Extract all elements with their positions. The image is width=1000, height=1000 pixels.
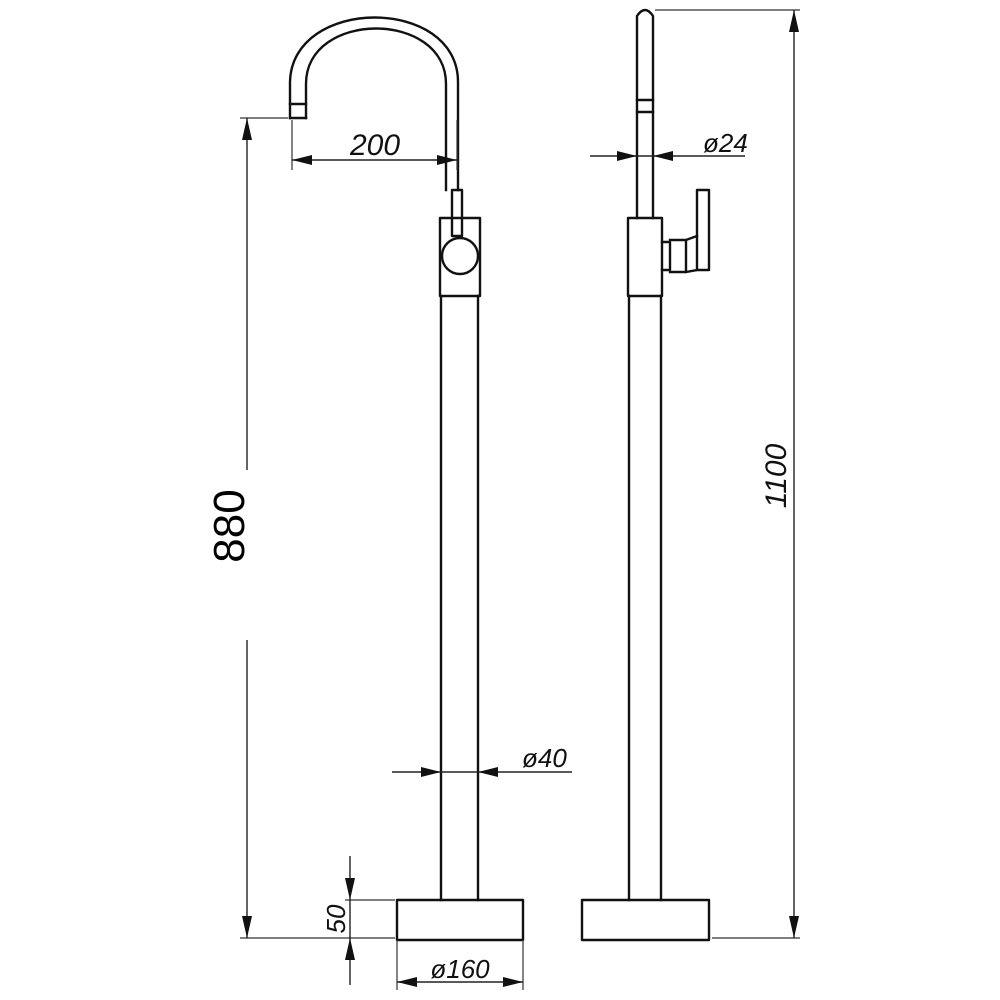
side-spout-tube — [635, 8, 655, 220]
label-spout-reach: 200 — [349, 129, 400, 162]
dim-spout-reach: 200 — [291, 120, 458, 170]
front-cartridge-knob — [440, 236, 480, 276]
side-cartridge-housing — [660, 238, 688, 274]
dim-base-height: 50 — [321, 856, 395, 985]
front-spout-inner — [304, 27, 448, 192]
side-tube-joint — [635, 98, 655, 114]
label-total-height: 1100 — [760, 443, 793, 508]
label-base-diameter: ø160 — [430, 954, 490, 984]
side-lever-handle — [695, 188, 711, 272]
dim-body-diameter: ø40 — [392, 743, 572, 777]
side-view — [580, 8, 711, 942]
side-base — [580, 898, 711, 942]
dim-total-height: 1100 — [655, 9, 800, 939]
side-handle-collar — [684, 234, 699, 274]
front-spout-tip — [288, 102, 308, 120]
side-main-column — [627, 294, 663, 902]
front-main-column — [439, 294, 480, 902]
label-body-diameter: ø40 — [522, 743, 567, 773]
label-base-height: 50 — [321, 904, 351, 933]
front-view — [288, 16, 525, 942]
side-mixer-body — [626, 216, 664, 298]
front-base — [395, 898, 525, 942]
front-mixer-body — [438, 216, 482, 298]
label-spout-diameter: ø24 — [703, 128, 748, 158]
label-spout-height: 880 — [205, 489, 254, 562]
dim-base-diameter: ø160 — [396, 940, 524, 990]
dim-spout-diameter: ø24 — [590, 128, 748, 161]
dim-spout-height: 880 — [205, 117, 395, 939]
front-lever-handle — [450, 188, 464, 238]
front-spout-outer — [288, 16, 460, 192]
